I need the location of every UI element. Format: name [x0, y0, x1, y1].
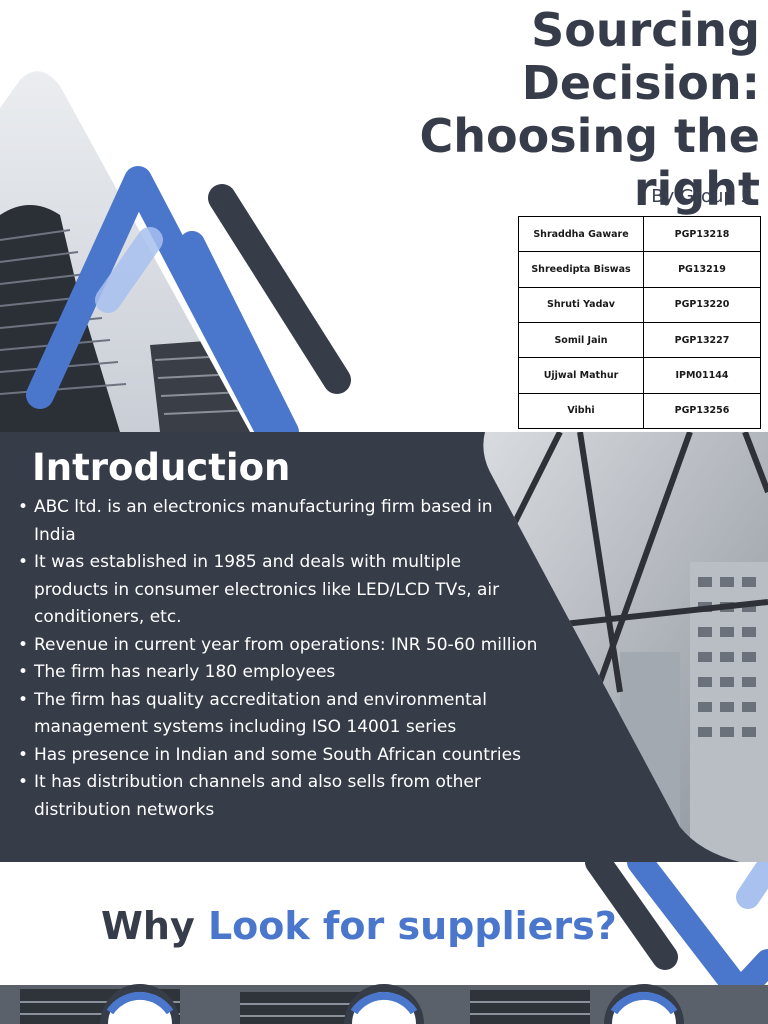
table-row: Shruti Yadav PGP13220 — [518, 286, 761, 323]
hero-decoration — [0, 71, 351, 432]
list-item: Has presence in Indian and some South Af… — [18, 742, 538, 770]
why-heading-plain: Why — [101, 904, 208, 948]
table-row: Shraddha Gaware PGP13218 — [518, 215, 761, 253]
list-item: The firm has nearly 180 employees — [18, 659, 538, 687]
member-id: PGP13220 — [643, 286, 761, 323]
dark-stripe — [208, 184, 351, 394]
table-row: Ujjwal Mathur IPM01144 — [518, 357, 761, 394]
introduction-section: Introduction ABC ltd. is an electronics … — [0, 432, 768, 862]
list-item: Revenue in current year from operations:… — [18, 632, 538, 660]
hero-section: Sourcing Decision: Choosing the right su… — [0, 0, 768, 432]
member-name: Somil Jain — [518, 321, 644, 359]
member-name: Shruti Yadav — [518, 286, 644, 323]
list-item: It was established in 1985 and deals wit… — [18, 549, 538, 632]
introduction-heading: Introduction — [32, 446, 291, 489]
member-id: PG13219 — [643, 251, 761, 288]
member-name: Vibhi — [518, 392, 644, 430]
group-byline: By Group 5 — [651, 186, 752, 207]
why-heading: Why Look for suppliers? — [101, 904, 617, 948]
list-item: The firm has quality accreditation and e… — [18, 687, 538, 742]
member-id: PGP13218 — [643, 215, 761, 253]
table-row: Somil Jain PGP13227 — [518, 321, 761, 359]
member-name: Shreedipta Biswas — [518, 251, 644, 288]
list-item: ABC ltd. is an electronics manufacturing… — [18, 494, 538, 549]
table-row: Vibhi PGP13256 — [518, 392, 761, 430]
why-section: Why Look for suppliers? — [0, 862, 768, 1024]
member-name: Shraddha Gaware — [518, 215, 644, 253]
member-id: IPM01144 — [643, 357, 761, 394]
list-item: It has distribution channels and also se… — [18, 769, 538, 824]
member-id: PGP13256 — [643, 392, 761, 430]
why-heading-accent: Look for suppliers? — [207, 904, 617, 948]
members-table: Shraddha Gaware PGP13218 Shreedipta Bisw… — [518, 215, 761, 430]
introduction-list: ABC ltd. is an electronics manufacturing… — [18, 494, 538, 824]
table-row: Shreedipta Biswas PG13219 — [518, 251, 761, 288]
member-name: Ujjwal Mathur — [518, 357, 644, 394]
chevron-shape — [26, 166, 284, 432]
why-decoration — [0, 862, 768, 1024]
member-id: PGP13227 — [643, 321, 761, 359]
